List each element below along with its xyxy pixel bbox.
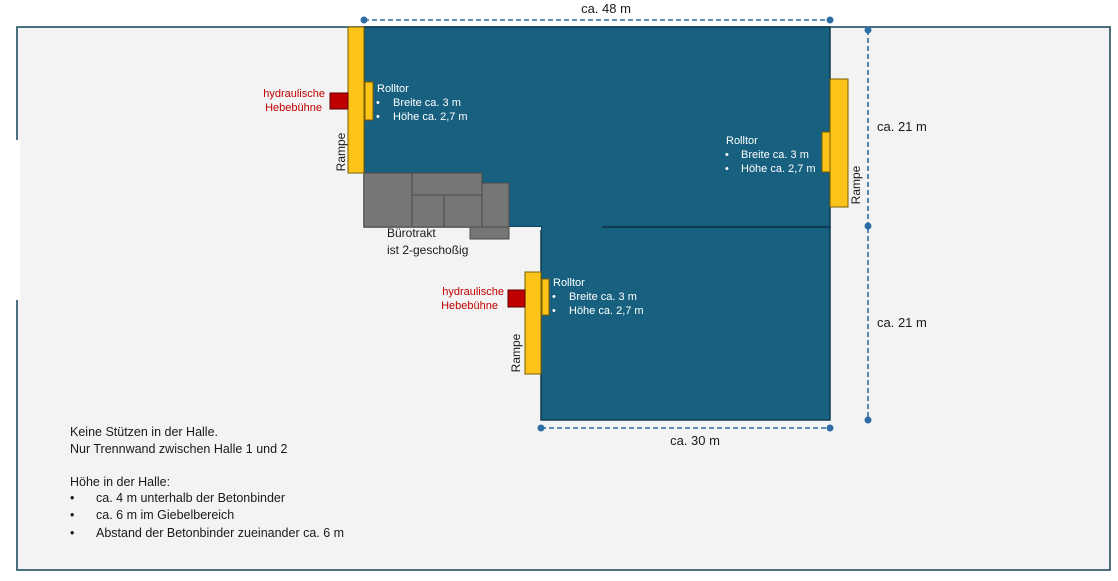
roll-gate-2-bullet-1: •: [725, 149, 729, 161]
ramp-label-left-top: Rampe: [334, 132, 348, 171]
office-label-line1: Bürotrakt: [387, 226, 436, 240]
dimension-bottom-label: ca. 30 m: [670, 433, 720, 448]
lift-label-1-line1: hydraulische: [263, 88, 325, 100]
note-bullet-1: •: [70, 491, 74, 505]
office-block: [363, 172, 510, 240]
roll-gate-3-title: Rolltor: [553, 277, 585, 289]
lift-label-2-line1: hydraulische: [442, 286, 504, 298]
roll-gate-3-width: Breite ca. 3 m: [569, 291, 637, 303]
note-item-1: ca. 4 m unterhalb der Betonbinder: [96, 491, 285, 505]
roll-gate-2-bullet-2: •: [725, 163, 729, 175]
hall-2: [540, 226, 831, 421]
lift-label-2-line2: Hebebühne: [441, 300, 498, 312]
roll-gate-1-title: Rolltor: [377, 83, 409, 95]
note-no-pillars: Keine Stützen in der Halle.: [70, 425, 218, 439]
note-item-3: Abstand der Betonbinder zueinander ca. 6…: [96, 526, 344, 540]
roll-gate-1-height: Höhe ca. 2,7 m: [393, 111, 468, 123]
frame-gap: [12, 140, 20, 300]
roll-gate-1-marker: [364, 81, 374, 121]
note-bullet-2: •: [70, 508, 74, 522]
lift-label-1-line2: Hebebühne: [265, 102, 322, 114]
ramp-right: [829, 78, 849, 208]
roll-gate-1-bullet-1: •: [376, 97, 380, 109]
roll-gate-2-marker: [821, 131, 831, 173]
roll-gate-1-width: Breite ca. 3 m: [393, 97, 461, 109]
note-partition: Nur Trennwand zwischen Halle 1 und 2: [70, 442, 288, 456]
hydraulic-lift-1: [329, 92, 349, 110]
office-label-line2: ist 2-geschoßig: [387, 243, 468, 257]
office-gap: [509, 227, 541, 230]
note-bullet-3: •: [70, 526, 74, 540]
hydraulic-lift-2: [507, 289, 526, 308]
roll-gate-2-width: Breite ca. 3 m: [741, 149, 809, 161]
note-height-title: Höhe in der Halle:: [70, 475, 170, 489]
ramp-label-right: Rampe: [849, 165, 863, 204]
note-item-2: ca. 6 m im Giebelbereich: [96, 508, 234, 522]
roll-gate-3-bullet-2: •: [552, 305, 556, 317]
roll-gate-2-title: Rolltor: [726, 135, 758, 147]
ramp-left-top: [347, 26, 365, 174]
roll-gate-3-marker: [541, 278, 550, 316]
dimension-top-label: ca. 48 m: [581, 1, 631, 16]
dimension-right-upper-label: ca. 21 m: [877, 119, 927, 134]
roll-gate-3-height: Höhe ca. 2,7 m: [569, 305, 644, 317]
roll-gate-3-bullet-1: •: [552, 291, 556, 303]
roll-gate-2-height: Höhe ca. 2,7 m: [741, 163, 816, 175]
ramp-label-left-bottom: Rampe: [509, 333, 523, 372]
roll-gate-1-bullet-2: •: [376, 111, 380, 123]
dimension-right-lower-label: ca. 21 m: [877, 315, 927, 330]
ramp-left-bottom: [524, 271, 542, 375]
